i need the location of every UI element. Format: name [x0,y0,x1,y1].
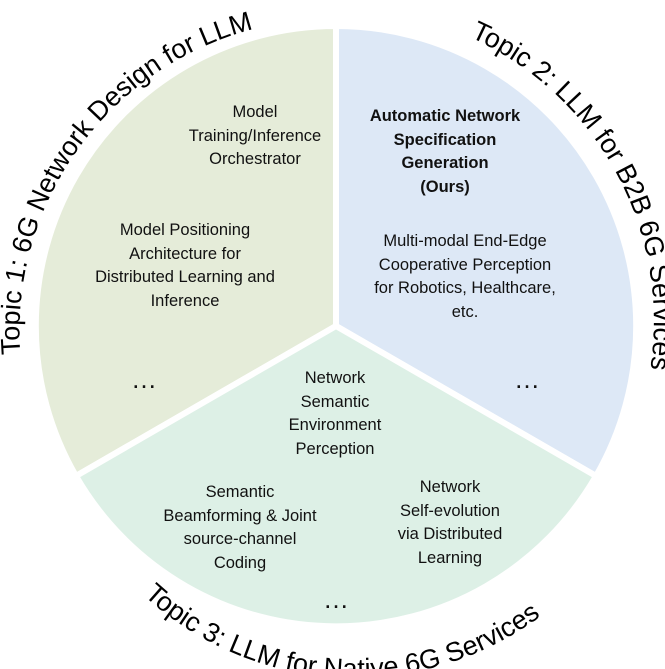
topic2-item-ans-generation: Automatic Network Specification Generati… [369,107,521,196]
topic3-sector [71,322,601,630]
topic2-ellipsis: … [514,364,542,394]
topic1-ellipsis: … [131,364,159,394]
topic3-ellipsis: … [323,584,351,614]
topic3-item-semantic-perception: Network Semantic Environment Perception [288,369,382,458]
topic2-sector [333,22,640,481]
topic3-item-self-evolution: Network Self-evolution via Distributed L… [397,478,503,567]
topic1-item-orchestrator: Model Training/Inference Orchestrator [188,103,322,168]
topic1-sector [32,22,339,481]
topic3-item-semantic-beamforming: Semantic Beamforming & Joint source-chan… [163,483,317,572]
topic2-item-cooperative-perception: Multi-modal End-Edge Cooperative Percept… [374,232,556,321]
topic1-item-model-positioning: Model Positioning Architecture for Distr… [95,221,275,310]
